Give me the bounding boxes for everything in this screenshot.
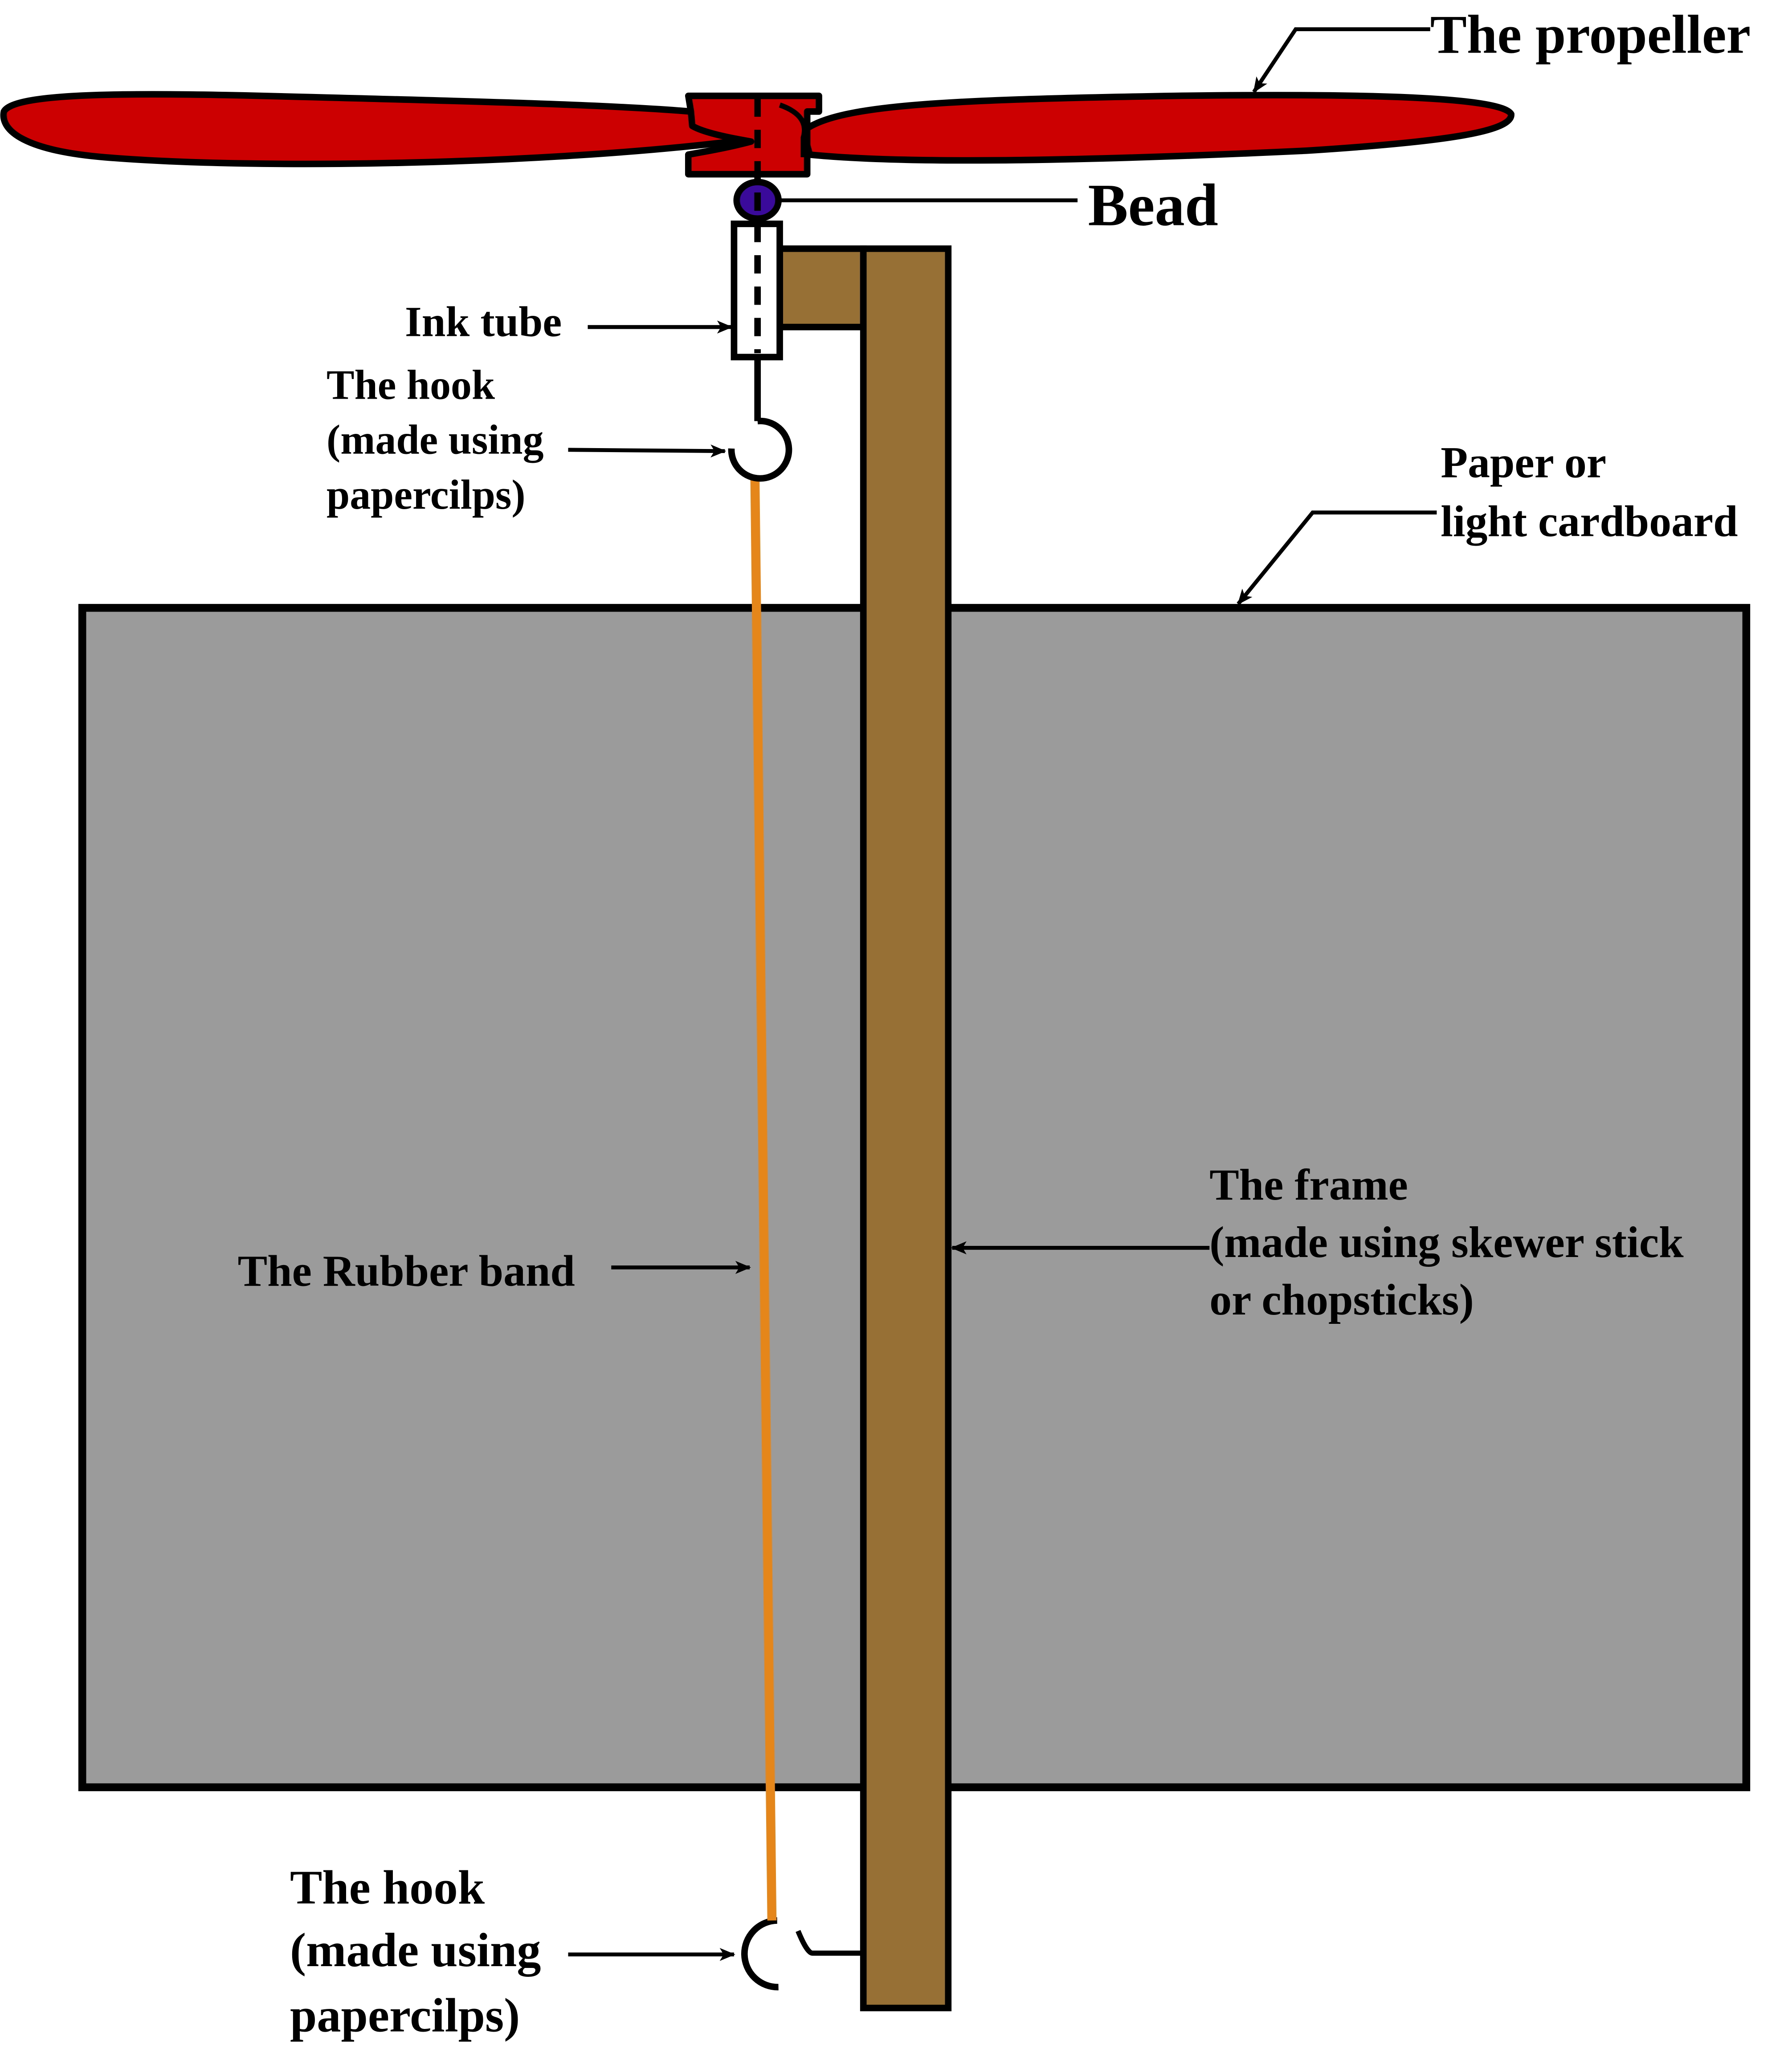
propeller-hub — [685, 92, 822, 178]
top-hook — [728, 417, 792, 482]
paper-label-1: Paper or — [1441, 437, 1606, 487]
bottom-hook-label-1: The hook — [290, 1861, 485, 1914]
frame-stick — [860, 245, 952, 2012]
bottom-hook-label-2: (made using — [290, 1923, 541, 1977]
bottom-hook-label-3: papercilps) — [290, 1989, 520, 2042]
top-hook-label-2: (made using — [327, 417, 543, 463]
propeller-label: The propeller — [1430, 4, 1751, 65]
bead-label: Bead — [1088, 172, 1218, 238]
propeller-hub-curve — [779, 102, 807, 158]
top-hook-label-1: The hook — [327, 362, 495, 408]
bottom-hook-wire — [796, 1930, 864, 1956]
propeller-left-blade — [0, 91, 739, 167]
ink-tube-label: Ink tube — [405, 298, 562, 346]
rubber-band-label: The Rubber band — [238, 1246, 575, 1295]
frame-label-3: or chopsticks) — [1209, 1275, 1474, 1324]
propeller-right-blade — [799, 92, 1514, 164]
rubber-band — [750, 478, 777, 1921]
frame-label-2: (made using skewer stick — [1209, 1217, 1684, 1267]
paper-label-2: light cardboard — [1441, 496, 1738, 546]
top-hook-label-3: papercilps) — [327, 472, 526, 518]
frame-arm — [776, 245, 867, 331]
paper-leader — [1237, 510, 1437, 605]
top-hook-arrow — [568, 444, 727, 458]
frame-label-1: The frame — [1209, 1160, 1408, 1209]
bottom-hook — [741, 1917, 779, 1991]
propeller-leader — [1252, 27, 1430, 93]
